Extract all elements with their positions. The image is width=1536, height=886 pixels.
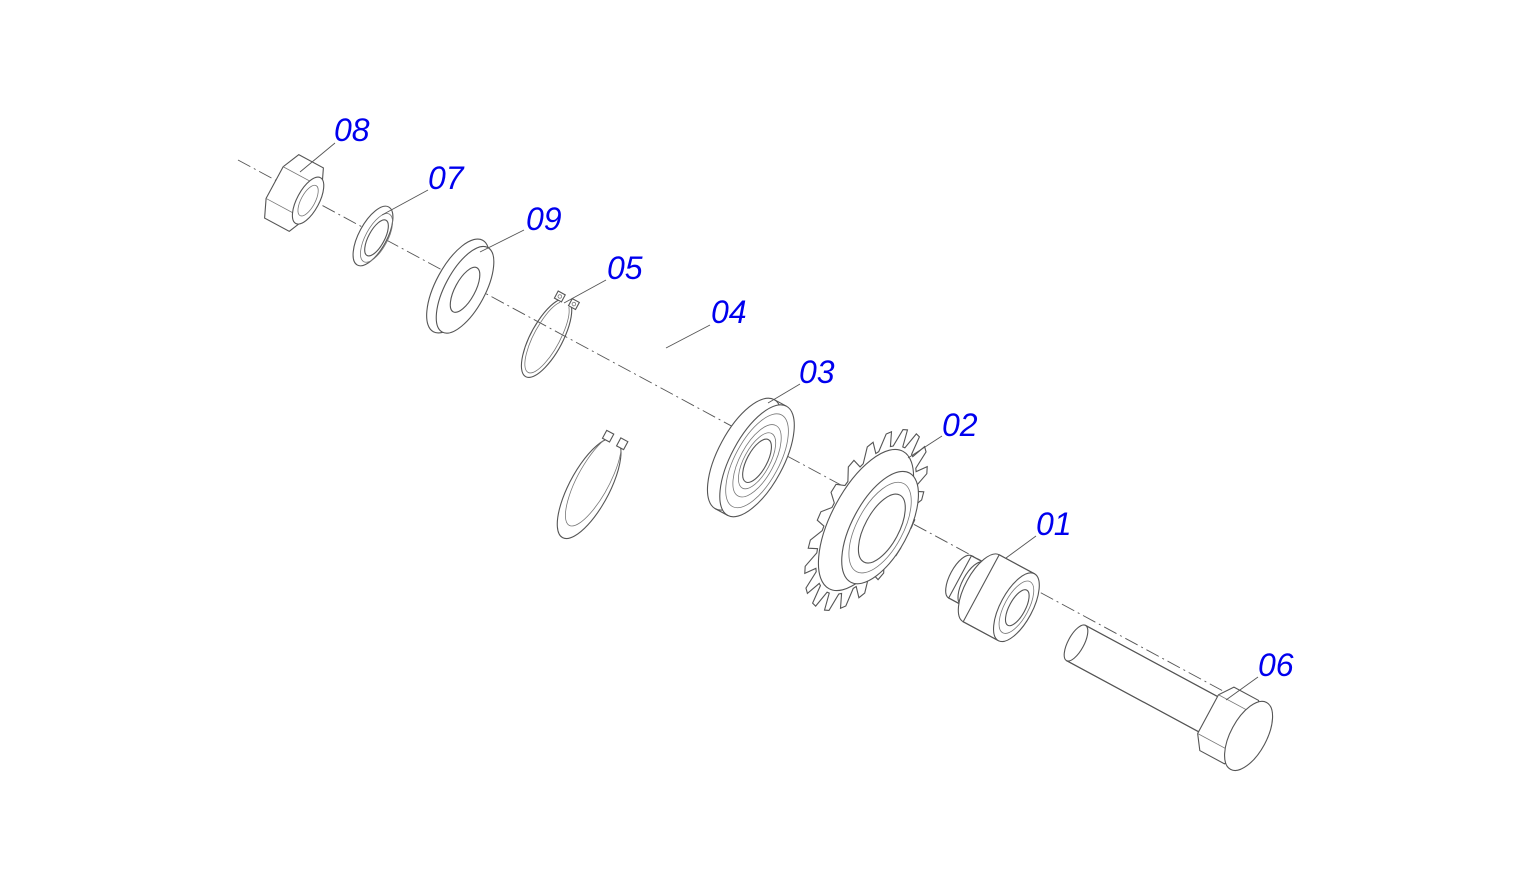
hex-bolt-icon xyxy=(1063,624,1274,772)
leader-line-07 xyxy=(381,189,429,216)
callout-01: 01 xyxy=(1036,506,1072,542)
leader-line-04 xyxy=(665,324,711,349)
callout-labels: 08 07 09 05 04 03 02 01 06 xyxy=(334,112,1294,683)
callout-04: 04 xyxy=(711,294,747,330)
leader-line-01 xyxy=(1005,535,1037,559)
leader-lines xyxy=(299,142,1259,701)
spacer-bushing-icon xyxy=(945,553,1040,643)
callout-08: 08 xyxy=(334,112,370,148)
callout-05: 05 xyxy=(607,250,643,286)
spring-washer-icon xyxy=(352,205,394,267)
callout-07: 07 xyxy=(428,160,465,196)
flat-washer-icon xyxy=(426,238,495,334)
leader-line-05 xyxy=(563,279,607,304)
leader-line-06 xyxy=(1225,676,1259,701)
external-circlip-icon xyxy=(520,290,581,378)
leader-line-08 xyxy=(299,142,336,173)
hex-nut-icon xyxy=(264,154,325,232)
callout-03: 03 xyxy=(799,354,835,390)
sprocket-icon xyxy=(804,428,928,612)
internal-circlip-icon xyxy=(556,429,629,540)
ball-bearing-icon xyxy=(706,397,795,518)
callout-06: 06 xyxy=(1258,647,1294,683)
leader-line-09 xyxy=(479,229,525,253)
leader-line-02 xyxy=(907,435,943,459)
callout-02: 02 xyxy=(942,407,978,443)
leader-line-03 xyxy=(767,383,801,404)
callout-09: 09 xyxy=(526,201,562,237)
